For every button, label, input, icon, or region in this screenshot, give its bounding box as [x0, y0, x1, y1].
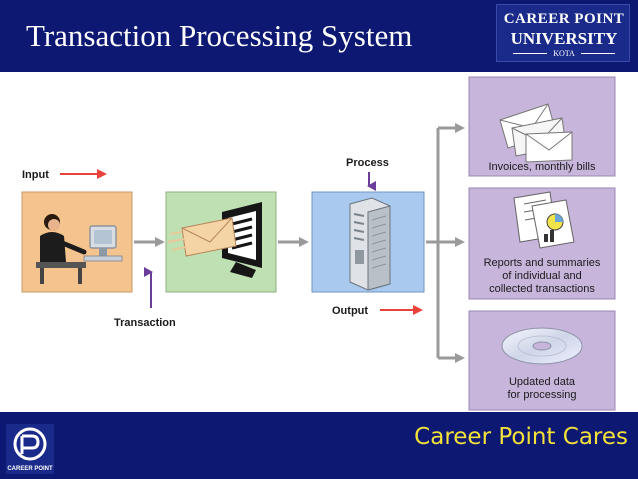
input-box: [21, 191, 133, 293]
output-label-data-line-1: Updated data: [509, 376, 576, 388]
reports-icon: [513, 191, 575, 249]
server-tower-icon: [349, 197, 391, 291]
output-label-invoices-line-1: Invoices, monthly bills: [489, 161, 596, 173]
person-at-computer-icon: [36, 214, 123, 284]
envelope-icon: [167, 217, 237, 257]
output-label-data-line-2: for processing: [507, 389, 576, 401]
output-box-data: Updated data for processing: [468, 310, 616, 411]
output-label-reports-line-1: Reports and summaries: [484, 257, 601, 269]
branch-arrows: [426, 123, 465, 363]
logo-rule-right: [581, 53, 615, 54]
output-box-invoices: Invoices, monthly bills: [468, 76, 616, 177]
page-title: Transaction Processing System: [26, 18, 413, 53]
footer-logo-text: CAREER POINT: [7, 466, 53, 472]
input-label: Input: [22, 169, 49, 181]
footer-bar: [0, 412, 638, 479]
disc-icon: [501, 327, 583, 365]
output-label-reports-line-2: of individual and: [502, 270, 582, 282]
tps-diagram: Input Transaction: [21, 76, 616, 411]
logo-rule-left: [513, 53, 547, 54]
logo-line-1: CAREER POINT: [503, 11, 625, 27]
output-label: Output: [332, 305, 368, 317]
logo-line-2: UNIVERSITY: [510, 29, 618, 48]
footer-tagline: Career Point Cares: [414, 424, 628, 450]
output-label-reports-line-3: collected transactions: [489, 283, 595, 295]
envelopes-icon: [499, 103, 573, 163]
process-label: Process: [346, 157, 389, 169]
career-point-logo: CAREER POINT: [6, 424, 54, 474]
logo-line-3: KOTA: [553, 49, 575, 58]
transmit-box: [165, 191, 277, 293]
output-box-reports: Reports and summaries of individual and …: [468, 187, 616, 300]
process-box: [311, 191, 425, 293]
transaction-label: Transaction: [114, 317, 176, 329]
university-logo: CAREER POINT UNIVERSITY KOTA: [496, 4, 630, 62]
